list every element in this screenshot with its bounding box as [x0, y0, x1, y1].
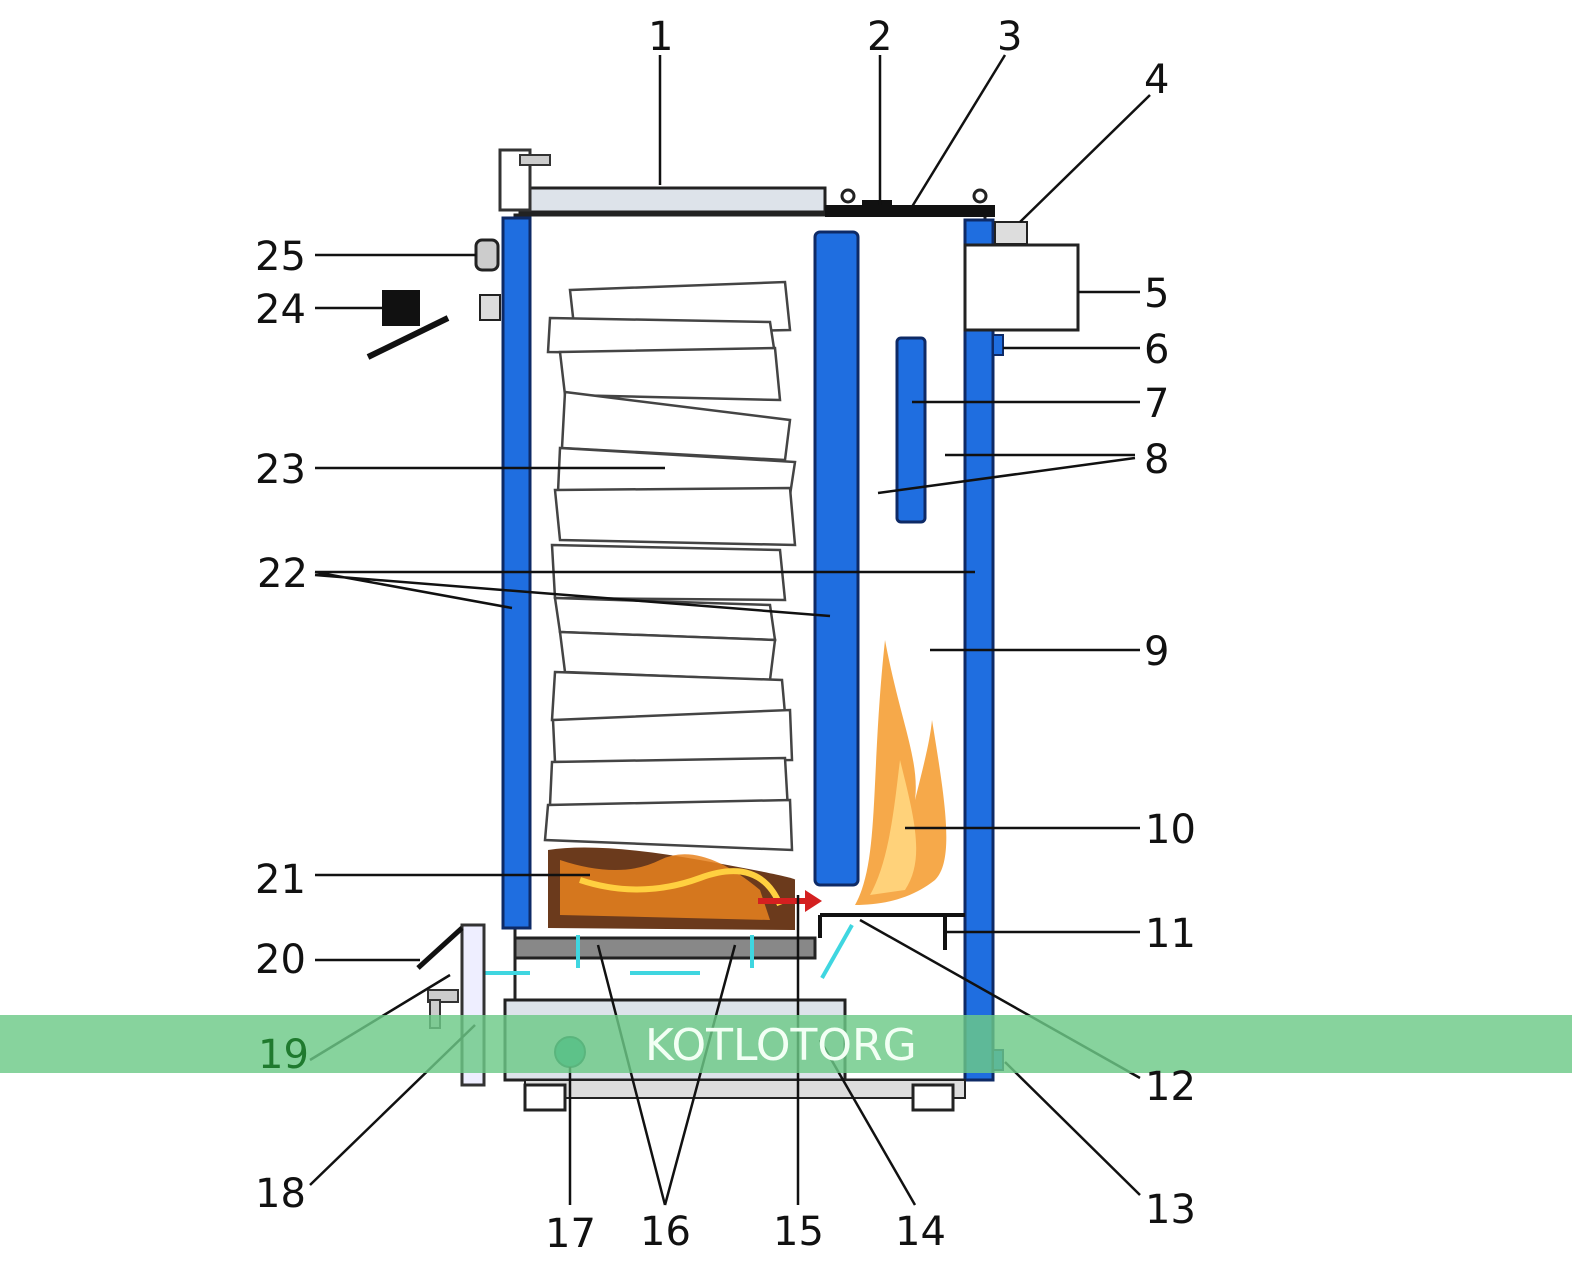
flue-pipe: [963, 243, 1080, 332]
secondary-air-nozzle: [818, 913, 965, 950]
label-21: 21: [255, 857, 306, 903]
label-6: 6: [1144, 327, 1169, 373]
label-15: 15: [773, 1209, 824, 1255]
label-18: 18: [255, 1171, 306, 1217]
label-9: 9: [1144, 629, 1169, 675]
label-20: 20: [255, 937, 306, 983]
label-5: 5: [1144, 271, 1169, 317]
label-4: 4: [1144, 57, 1169, 103]
loading-door-lid: [518, 186, 827, 214]
label-7: 7: [1144, 381, 1169, 427]
hot-gas-arrow: [758, 890, 822, 912]
label-13: 13: [1145, 1187, 1196, 1233]
label-1: 1: [648, 14, 673, 60]
grate: [513, 936, 817, 960]
label-25: 25: [255, 234, 306, 280]
boiler-body: [366, 148, 1080, 1112]
label-12: 12: [1145, 1064, 1196, 1110]
part-labels: 1 2 3 4 5 6 7 8 9 10 11 12 13 14 15 16 1…: [255, 14, 1196, 1257]
label-14: 14: [895, 1209, 946, 1255]
label-10: 10: [1145, 807, 1196, 853]
label-8: 8: [1144, 437, 1169, 483]
foot: [523, 1083, 567, 1112]
thermometer-knob: [474, 238, 500, 272]
label-16: 16: [640, 1209, 691, 1255]
watermark: KOTLOTORG: [645, 1020, 917, 1071]
label-2: 2: [867, 14, 892, 60]
label-11: 11: [1145, 911, 1196, 957]
firewood-stack: [543, 280, 797, 852]
label-22: 22: [257, 551, 308, 597]
heat-exchanger-baffle: [895, 336, 927, 524]
watermark-band: [0, 1015, 1572, 1073]
foot: [911, 1083, 955, 1112]
center-water-jacket: [813, 230, 860, 887]
top-plate: [825, 205, 995, 217]
label-23: 23: [255, 447, 306, 493]
burning-fuel-bed: [548, 847, 796, 930]
label-3: 3: [997, 14, 1022, 60]
label-19: 19: [258, 1032, 309, 1078]
label-24: 24: [255, 287, 306, 333]
draft-regulator: [382, 290, 420, 326]
label-17: 17: [545, 1211, 596, 1257]
